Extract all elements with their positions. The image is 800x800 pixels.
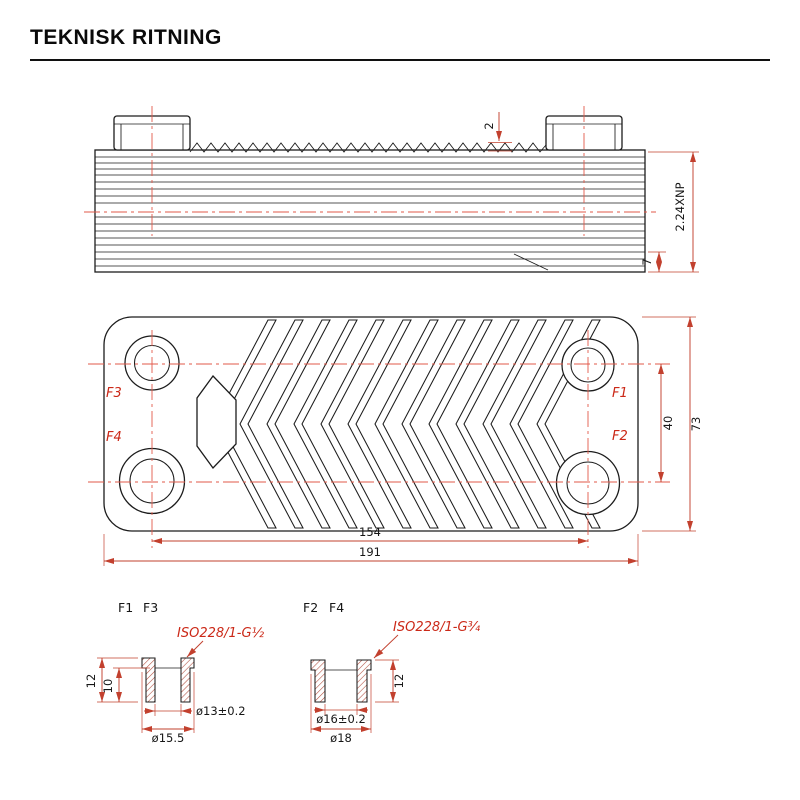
page-title: TEKNISK RITNING <box>30 26 222 49</box>
dim-bore-left: ø13±0.2 <box>196 704 246 718</box>
detail-f1-f3: F1 F3 ISO228/1-G½ 12 10 <box>84 600 265 745</box>
fitting-wall <box>356 659 372 703</box>
front-view: F3 F4 F1 F2 40 73 154 191 <box>88 316 703 566</box>
plate-edge-zigzag <box>189 142 547 153</box>
dim-outer-left: ø15.5 <box>152 731 185 745</box>
detail-left-port-a: F1 <box>118 600 133 615</box>
thread-leader-right <box>373 634 399 659</box>
detail-f2-f4: F2 F4 ISO228/1-G¾ 12 ø16±0.2 <box>303 600 481 745</box>
dim-outer-right: ø18 <box>330 731 352 745</box>
side-centerlines <box>84 106 656 236</box>
dim-fitting-height-right: 12 <box>392 674 406 689</box>
label-f1: F1 <box>612 386 628 401</box>
fitting-wall <box>310 659 326 703</box>
detail-right-port-a: F2 <box>303 600 318 615</box>
distribution-area <box>196 374 237 470</box>
front-dimensions: 40 73 154 191 <box>103 316 703 566</box>
title-block: TEKNISK RITNING <box>30 26 770 61</box>
detail-right-port-b: F4 <box>329 600 344 615</box>
detail-views: F1 F3 ISO228/1-G½ 12 10 <box>84 600 481 745</box>
detail-left-thread-label: ISO228/1-G½ <box>177 626 265 641</box>
end-plate-leader <box>513 253 549 271</box>
dim-stack-height: 2.24XNP <box>673 182 687 231</box>
detail-left-port-b: F3 <box>143 600 158 615</box>
dim-plate-width: 191 <box>359 545 381 559</box>
label-f3: F3 <box>106 386 122 401</box>
fitting-wall <box>141 657 156 703</box>
front-centerlines <box>88 330 670 548</box>
dim-bore-right: ø16±0.2 <box>316 712 366 726</box>
plate-outline <box>103 316 639 532</box>
dim-port-horizontal: 154 <box>359 525 381 539</box>
side-view: 2 2.24XNP 7 <box>84 106 699 273</box>
dim-end-plate: 7 <box>640 258 654 265</box>
plate-stack-lines <box>95 156 645 267</box>
dim-fitting-depth-left: 10 <box>101 679 115 694</box>
fitting-wall <box>180 657 195 703</box>
thread-leader-left <box>186 640 204 658</box>
label-f4: F4 <box>106 430 122 445</box>
dim-port-vertical: 40 <box>661 416 675 431</box>
label-f2: F2 <box>612 429 628 444</box>
chevron-pattern <box>212 319 601 529</box>
dim-plate-height: 73 <box>689 417 703 432</box>
side-dimensions: 2 2.24XNP 7 <box>482 112 699 273</box>
dim-fitting-height-left: 12 <box>84 674 98 689</box>
plate-stack-body <box>94 149 646 273</box>
detail-right-thread-label: ISO228/1-G¾ <box>393 620 481 635</box>
dim-plate-pitch: 2 <box>482 122 496 129</box>
